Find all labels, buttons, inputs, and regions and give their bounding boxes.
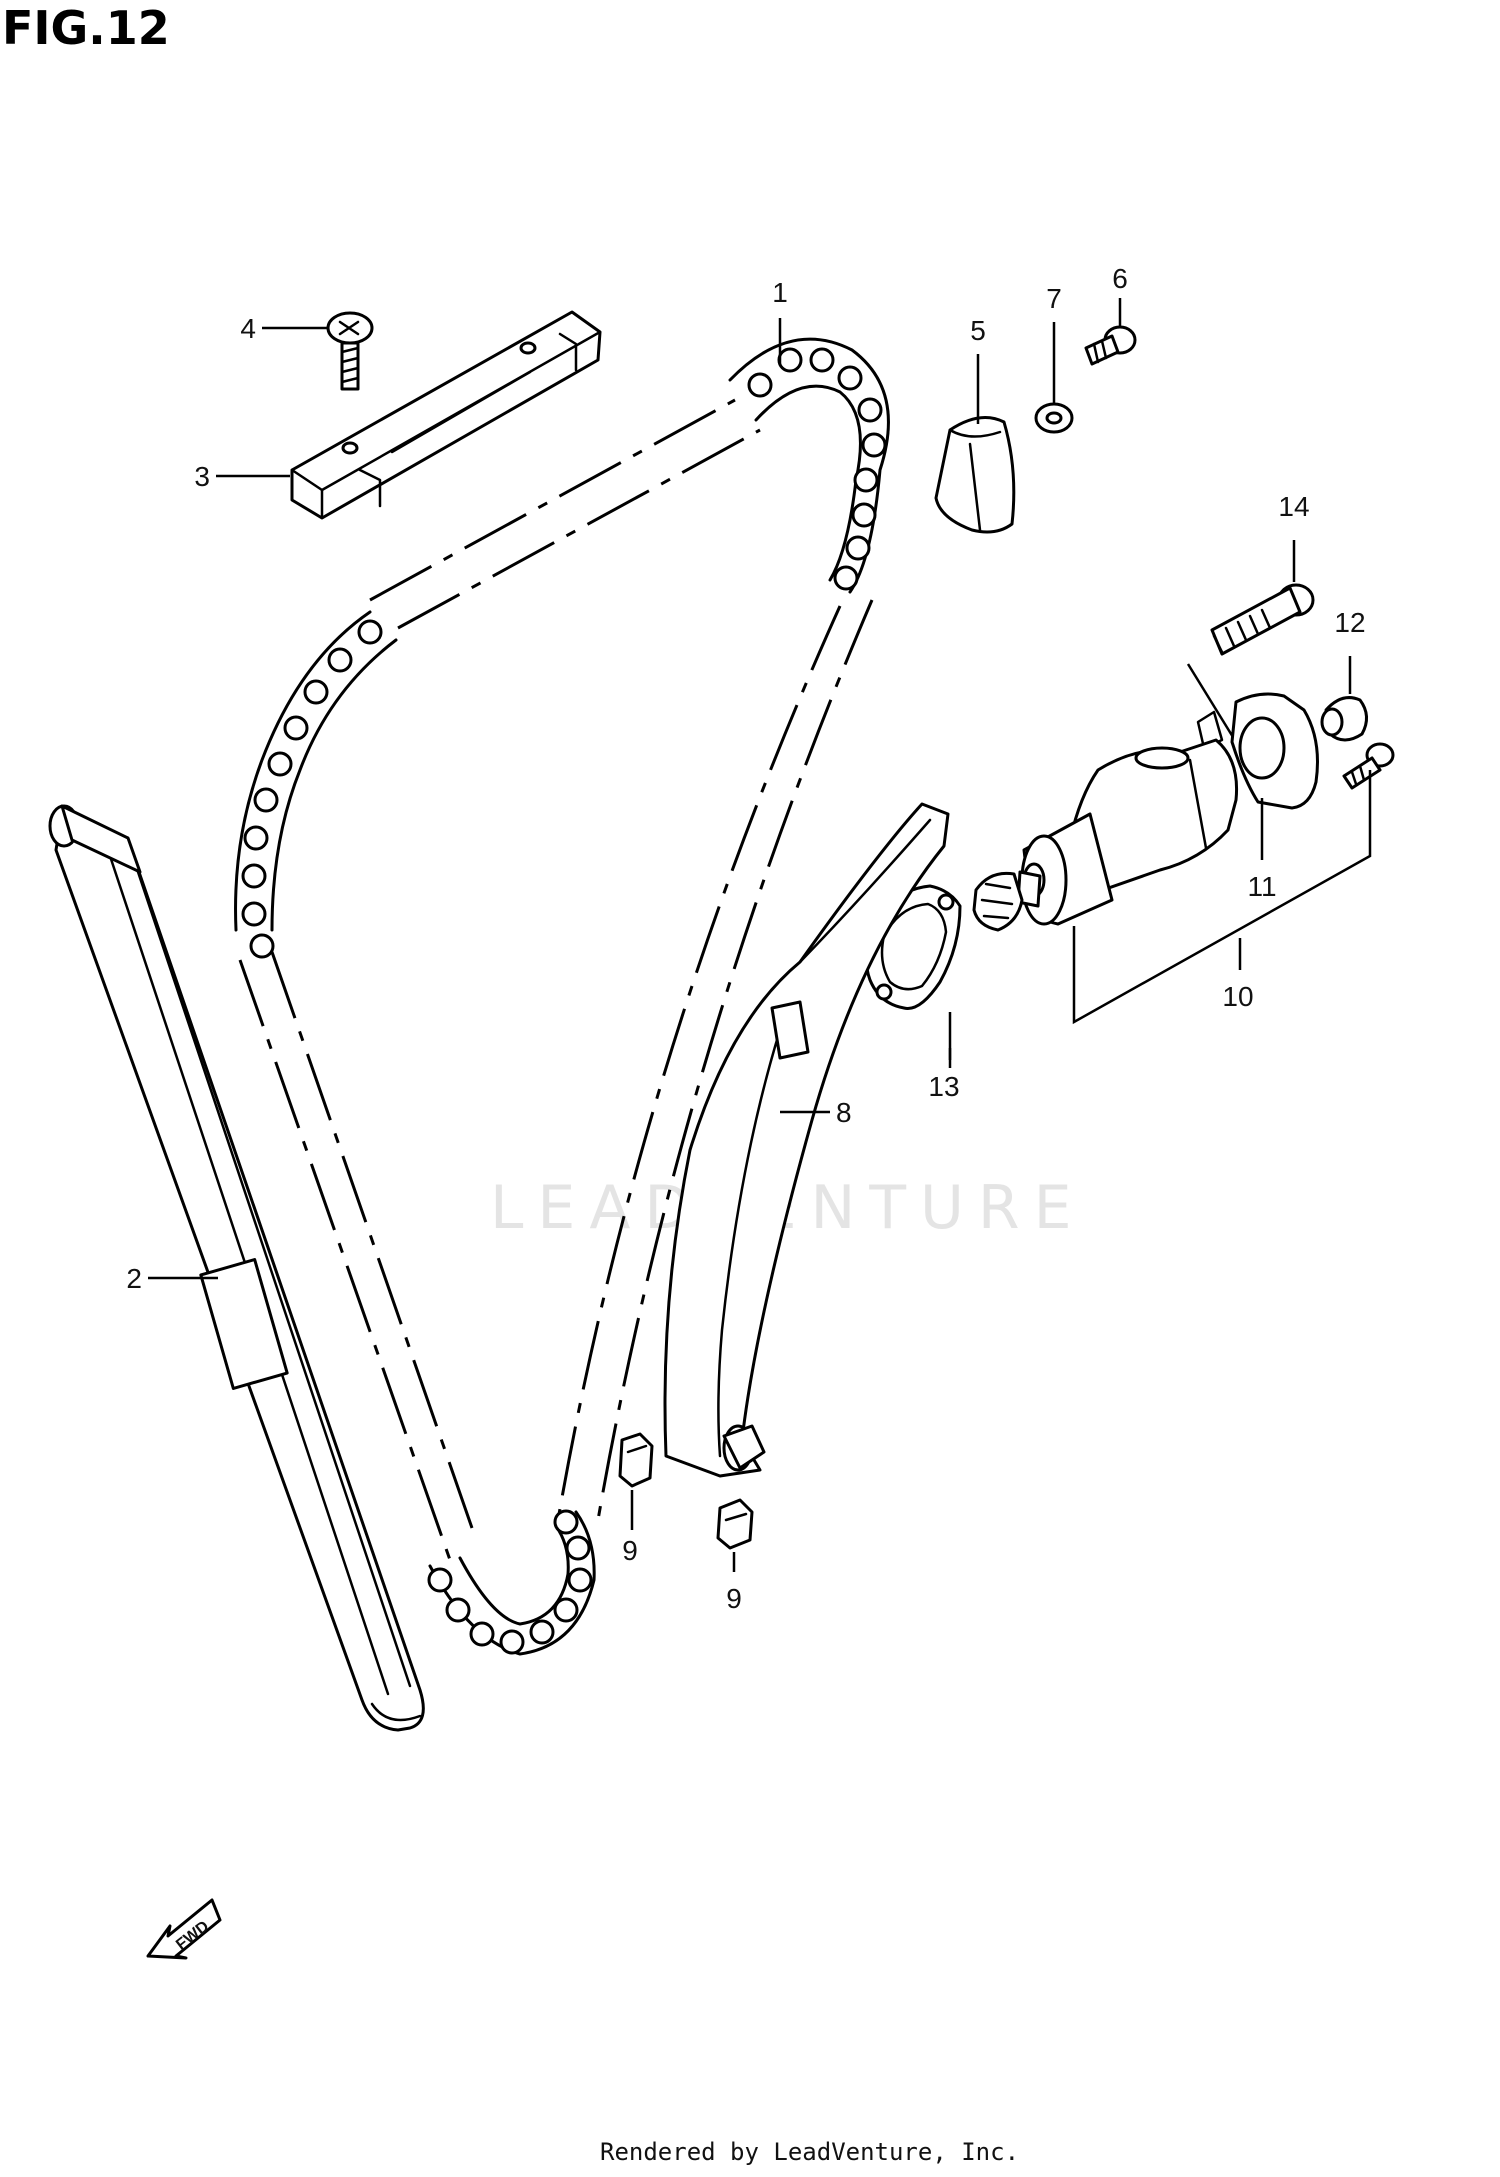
callout-13: 13: [928, 1071, 959, 1102]
callout-8: 8: [836, 1097, 852, 1128]
callout-7: 7: [1046, 283, 1062, 314]
part-8-tensioner-guide: [663, 802, 950, 1478]
part-10-screw: [1342, 742, 1395, 790]
part-6-bolt: [1084, 325, 1137, 366]
callout-11: 11: [1247, 871, 1276, 902]
callout-3: 3: [194, 461, 210, 492]
callout-9b: 9: [726, 1583, 742, 1614]
callout-labels: 1 2 3 4 5 6 7 8 9 9 10 11 12 13 14: [126, 263, 1365, 1614]
callout-9a: 9: [622, 1535, 638, 1566]
part-4-screw: [326, 311, 374, 391]
callout-6: 6: [1112, 263, 1128, 294]
callout-10: 10: [1222, 981, 1253, 1012]
callout-14: 14: [1278, 491, 1309, 522]
callout-1: 1: [772, 277, 788, 308]
figure-title: FIG.12: [2, 1, 170, 55]
part-1-cam-chain: [234, 337, 890, 1656]
callout-2: 2: [126, 1263, 142, 1294]
part-5-cushion: [934, 416, 1016, 534]
part-11-gasket: [1196, 692, 1319, 810]
leader-lines: [148, 298, 1372, 1572]
part-10-tensioner: [972, 738, 1239, 932]
part-9-plug-a: [618, 1432, 654, 1488]
callout-5: 5: [970, 315, 986, 346]
part-3-upper-guide: [290, 310, 602, 520]
part-12-cap-bolt: [1320, 696, 1368, 742]
part-14-bolt: [1186, 583, 1315, 743]
part-7-washer: [1034, 402, 1074, 434]
part-9-plug-b: [716, 1498, 754, 1550]
part-2-chain-guide: [48, 804, 425, 1732]
fwd-arrow-icon: FWD: [146, 1898, 222, 1960]
callout-4: 4: [240, 313, 256, 344]
footer-credit: Rendered by LeadVenture, Inc.: [600, 2138, 1019, 2166]
callout-12: 12: [1334, 607, 1365, 638]
